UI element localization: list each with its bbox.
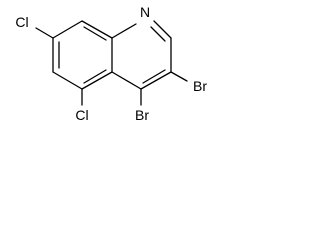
- atom-label-bromine-3: Br: [193, 78, 207, 94]
- bond-c8a-n1: [111, 23, 137, 39]
- bond-c3-c4: [140, 71, 172, 90]
- bond-c4a-c5-inner: [83, 69, 107, 84]
- bond-lines: [35, 20, 188, 106]
- atom-labels: N Cl Cl Br Br: [15, 4, 207, 123]
- atom-label-chlorine-5: Cl: [75, 107, 88, 123]
- bond-c7-cl: [35, 27, 54, 39]
- bond-c4-c4a: [111, 71, 142, 90]
- atom-label-bromine-4: Br: [135, 107, 149, 123]
- bond-n1-c2-inner: [150, 26, 166, 42]
- quinoline-structure-diagram: N Cl Cl Br Br: [15, 4, 207, 123]
- bond-c3-br: [170, 71, 188, 82]
- bond-c8-c8a-inner: [83, 26, 107, 41]
- bond-c4a-c5: [81, 71, 113, 90]
- atom-label-nitrogen: N: [140, 4, 150, 20]
- bond-c3-c4-inner: [142, 69, 166, 84]
- bond-c5-c6: [52, 71, 83, 90]
- bond-c7-c8: [52, 20, 83, 39]
- atom-label-chlorine-7: Cl: [15, 14, 28, 30]
- bond-c8-c8a: [81, 20, 113, 39]
- bond-n1-c2: [153, 20, 172, 39]
